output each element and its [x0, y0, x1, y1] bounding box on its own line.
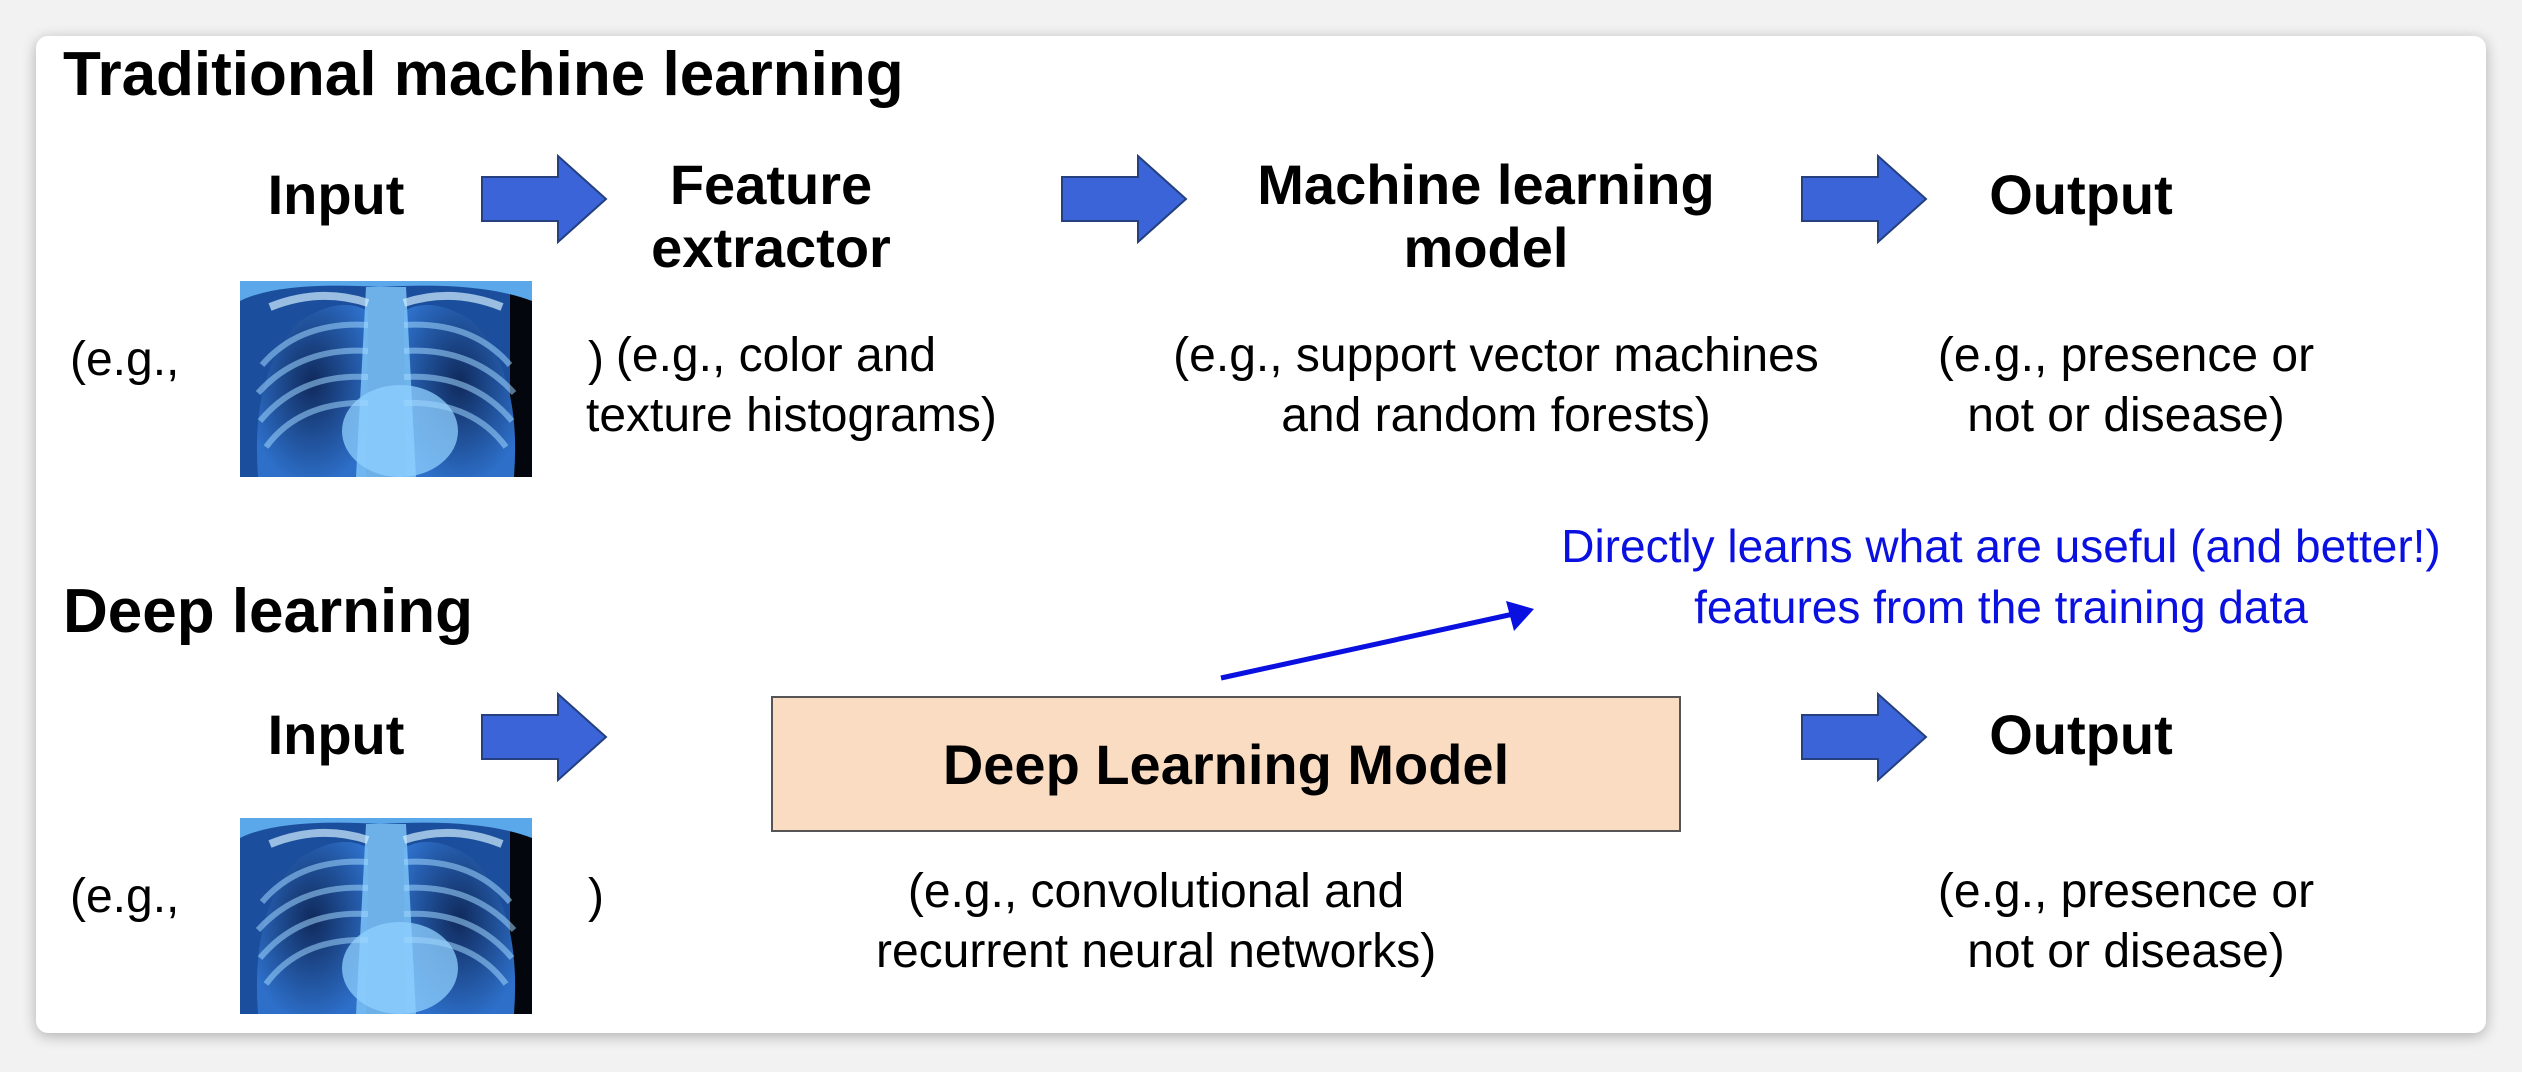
feature-extractor-line2: extractor	[651, 215, 891, 279]
trad-chest-xray-image	[240, 281, 532, 477]
trad-eg-suffix: )	[588, 333, 604, 386]
deep-learning-title: Deep learning	[63, 577, 473, 646]
ml-model-heading: Machine learning model	[1206, 153, 1766, 279]
feature-extractor-heading: Feature extractor	[626, 153, 916, 279]
trad-output-desc-line2: not or disease)	[1967, 389, 2285, 442]
trad-arrow-1-icon	[481, 154, 608, 244]
deep-arrow-2-icon	[1801, 692, 1928, 782]
deep-learning-model-box: Deep Learning Model	[771, 696, 1681, 832]
deep-chest-xray-image	[240, 818, 532, 1014]
deep-input-label: Input	[267, 703, 405, 766]
trad-eg-prefix: (e.g.,	[70, 333, 180, 386]
deep-model-desc: (e.g., convolutional and recurrent neura…	[876, 862, 1436, 982]
deep-learning-annotation: Directly learns what are useful (and bet…	[1496, 516, 2506, 637]
deep-output-label: Output	[1989, 703, 2173, 766]
annotation-line2: features from the training data	[1694, 580, 2308, 633]
annotation-pointer-arrow-icon	[1220, 601, 1534, 681]
ml-model-desc: (e.g., support vector machines and rando…	[1136, 326, 1856, 446]
deep-output-desc-line2: not or disease)	[1967, 925, 2285, 978]
trad-output-desc: (e.g., presence or not or disease)	[1896, 326, 2356, 446]
annotation-line1: Directly learns what are useful (and bet…	[1561, 520, 2441, 572]
feature-extractor-line1: Feature	[669, 153, 873, 216]
deep-output-desc-line1: (e.g., presence or	[1937, 865, 2315, 918]
feature-desc-line2: texture histograms)	[586, 389, 997, 442]
trad-input-label: Input	[267, 163, 405, 226]
traditional-ml-title: Traditional machine learning	[63, 40, 904, 109]
deep-model-desc-line1: (e.g., convolutional and	[907, 865, 1405, 918]
deep-eg-suffix: )	[588, 870, 604, 923]
trad-output-label: Output	[1989, 163, 2173, 226]
deep-eg-prefix: (e.g.,	[70, 870, 180, 923]
deep-model-desc-line2: recurrent neural networks)	[876, 925, 1437, 978]
trad-arrow-3-icon	[1801, 154, 1928, 244]
deep-arrow-1-icon	[481, 692, 608, 782]
deep-learning-model-label: Deep Learning Model	[942, 732, 1510, 796]
deep-output-desc: (e.g., presence or not or disease)	[1896, 862, 2356, 982]
ml-model-line1: Machine learning	[1257, 153, 1715, 216]
trad-output-desc-line1: (e.g., presence or	[1937, 329, 2315, 382]
feature-extractor-desc: (e.g., color and texture histograms)	[586, 326, 997, 446]
ml-model-desc-line2: and random forests)	[1281, 389, 1711, 442]
ml-model-line2: model	[1403, 215, 1569, 279]
diagram-card: Traditional machine learning Input Featu…	[36, 36, 2486, 1033]
feature-desc-line1: (e.g., color and	[615, 329, 937, 382]
trad-arrow-2-icon	[1061, 154, 1188, 244]
ml-model-desc-line1: (e.g., support vector machines	[1173, 329, 1819, 382]
